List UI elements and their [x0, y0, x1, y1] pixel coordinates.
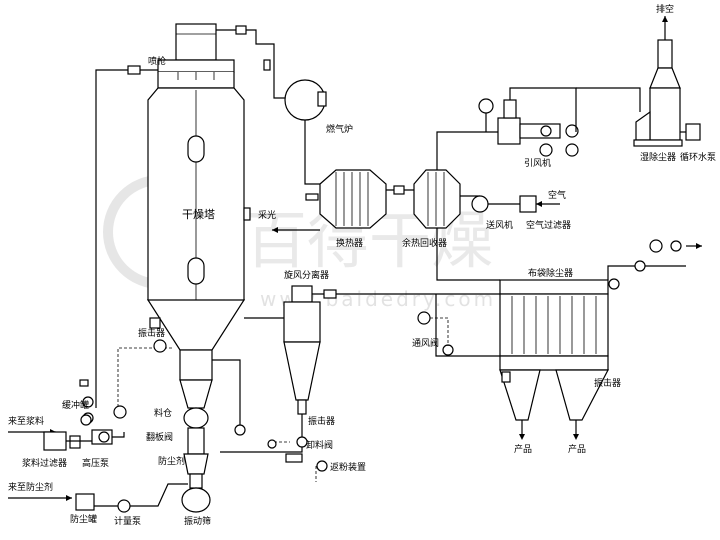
hp-pump-label: 高压泵 [82, 457, 109, 469]
bag-dust-collector: 布袋除尘器 [499, 267, 609, 421]
blower-label: 送风机 [486, 219, 513, 231]
buffer-tank-label: 缓冲罐 [62, 399, 89, 411]
spray-gun-label: 喷枪 [148, 55, 166, 67]
vibrating-screen-label: 振动筛 [184, 515, 211, 527]
discharge-valve-label: 卸料阀 [306, 439, 333, 451]
heat-exchanger-label: 换热器 [336, 237, 363, 249]
waste-heat-label: 余热回收器 [402, 237, 447, 249]
powder-return-label: 返粉装置 [330, 461, 366, 473]
cyclone-separator: 旋风分离器 [283, 269, 329, 415]
drying-tower-label: 干燥塔 [182, 208, 215, 221]
product-1-label: 产品 [514, 443, 532, 455]
slurry-filter-label: 浆料过滤器 [22, 457, 67, 469]
hopper-label: 料仓 [154, 407, 172, 419]
slurry-input-label: 来至浆料 [8, 415, 44, 427]
heat-exchanger: 换热器 [319, 169, 387, 249]
air-label: 空气 [548, 189, 566, 201]
induced-fan: 引风机 [497, 99, 579, 169]
air-filter [519, 195, 537, 213]
tower-vibrator-label: 振击器 [138, 327, 165, 339]
induced-fan-label: 引风机 [524, 157, 551, 169]
air-filter-label: 空气过滤器 [526, 219, 571, 231]
circulating-pump-label: 循环水泵 [680, 151, 716, 163]
anti-dust-label: 防尘剂 [158, 455, 185, 467]
product-2-label: 产品 [568, 443, 586, 455]
tower-vibrator [149, 317, 161, 329]
wet-collector-label: 湿除尘器 [640, 151, 676, 163]
flap-valve-label: 翻板阀 [146, 431, 173, 443]
light-window-label: 采光 [258, 209, 276, 221]
anti-dust-tank [75, 493, 95, 511]
exhaust-label: 排空 [656, 3, 674, 15]
anti-dust-tank-label: 防尘罐 [70, 513, 97, 525]
blower: 送风机 [471, 195, 513, 231]
drying-tower: 干燥塔 [146, 23, 246, 513]
metering-pump-label: 计量泵 [114, 515, 141, 527]
metering-pump [117, 499, 131, 513]
gas-furnace: 燃气炉 [284, 79, 353, 135]
slurry-filter [43, 431, 67, 451]
waste-heat-recovery: 余热回收器 [402, 169, 461, 249]
bag-filter-label: 布袋除尘器 [528, 267, 573, 279]
circulating-pump [685, 123, 701, 141]
wet-dust-collector: 湿除尘器 [633, 39, 683, 163]
bag-vibrator-label: 振击器 [594, 377, 621, 389]
anti-dust-input-label: 来至防尘剂 [8, 481, 53, 493]
air-lock-label: 通风阀 [412, 338, 439, 349]
cyclone-label: 旋风分离器 [284, 269, 329, 281]
cyclone-vibrator-label: 振击器 [308, 415, 335, 427]
gas-furnace-label: 燃气炉 [326, 123, 353, 135]
